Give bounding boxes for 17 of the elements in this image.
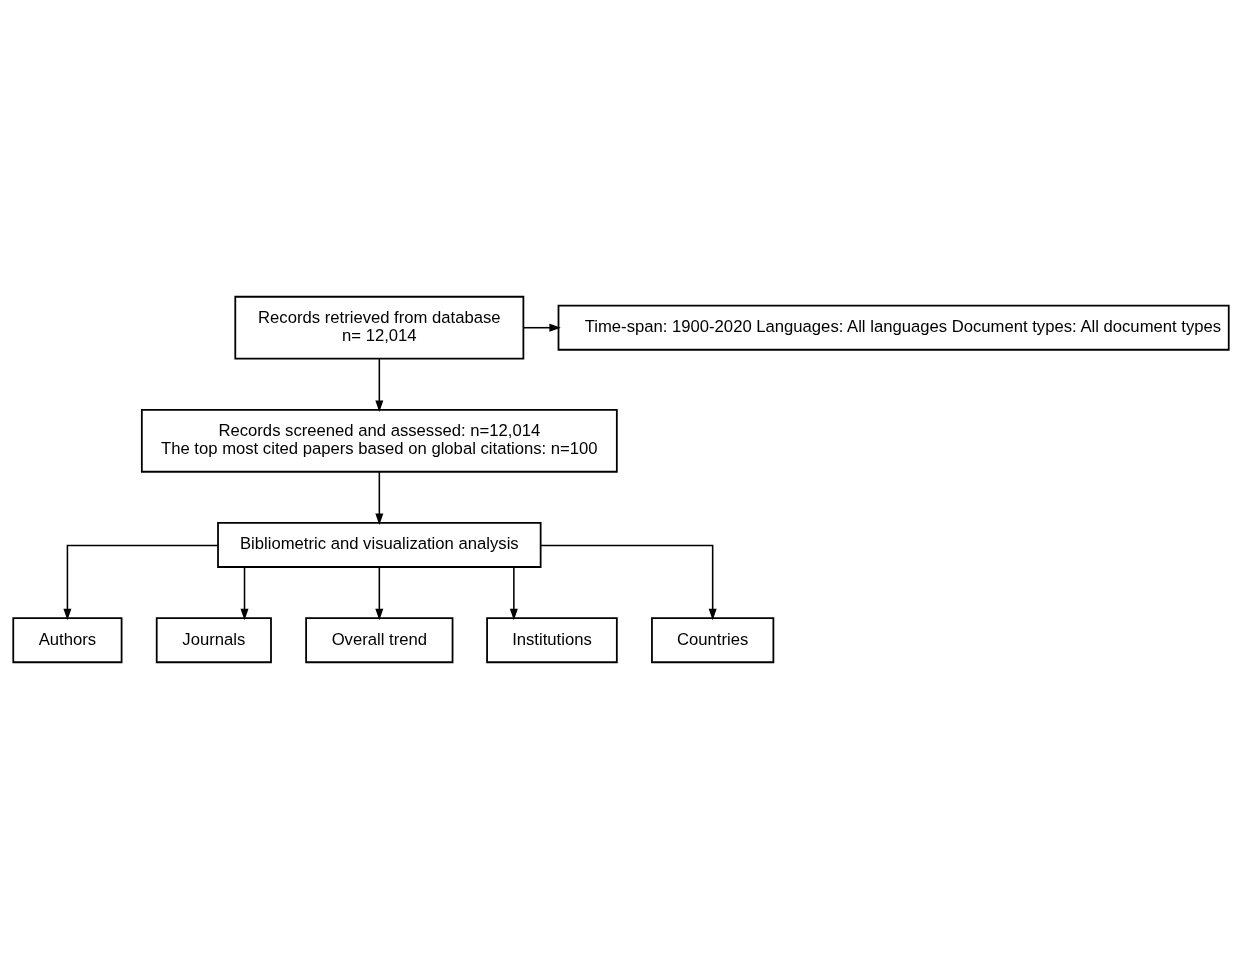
node-box: Time-span: 1900-2020 Languages: All languages Document types: All document types — [557, 304, 1230, 351]
arrow — [240, 566, 249, 621]
node-box: Records retrieved from database n= 12,014 — [234, 295, 525, 360]
arrow — [509, 566, 518, 621]
arrow — [522, 323, 561, 332]
arrow — [375, 566, 384, 621]
arrow — [540, 544, 717, 621]
node-box: Journals — [155, 617, 272, 664]
arrow — [375, 358, 384, 413]
arrow — [375, 471, 384, 526]
node-box: Countries — [651, 617, 775, 664]
node-box: Records screened and assessed: n=12,014 The top most cited papers based on global citations: n=100 — [140, 408, 618, 473]
node-box: Overall trend — [305, 617, 454, 664]
node-box: Institutions — [486, 617, 618, 664]
arrow — [63, 544, 219, 621]
node-box: Authors — [12, 617, 123, 664]
node-box: Bibliometric and visualization analysis — [217, 522, 542, 568]
